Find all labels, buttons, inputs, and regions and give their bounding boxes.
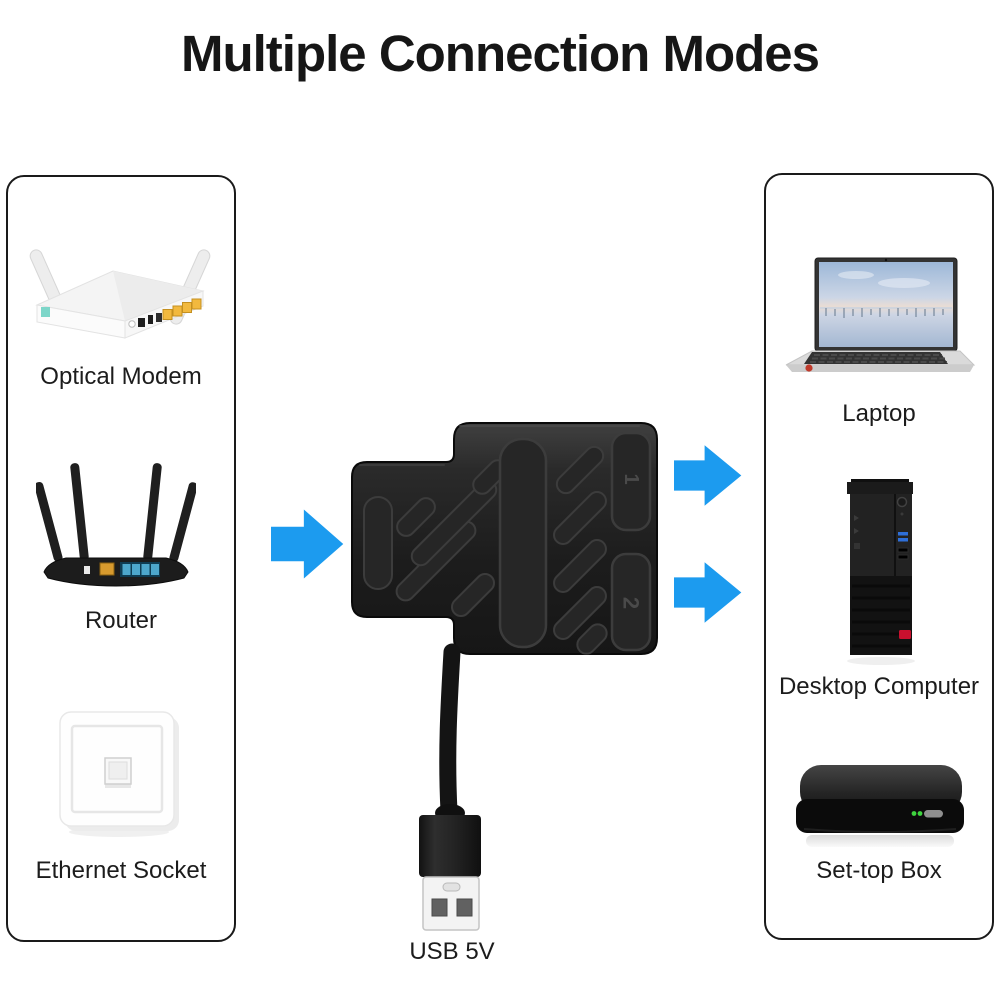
- set-top-box-icon: [796, 765, 964, 847]
- target-devices-panel: Laptop: [764, 173, 994, 940]
- router-body: [43, 557, 189, 587]
- router-antennas: [36, 463, 196, 562]
- laptop-label: Laptop: [842, 400, 916, 427]
- output-arrow-bottom-icon: [674, 562, 742, 623]
- optical-modem-label: Optical Modem: [40, 363, 202, 390]
- usb-contact-left: [431, 898, 448, 917]
- port-2-number: 2: [619, 597, 644, 609]
- usb-cable: [439, 643, 461, 820]
- stb-front: [796, 799, 964, 833]
- stb-led-1: [911, 811, 917, 816]
- input-arrow-icon: [271, 509, 344, 579]
- tower-reflection: [847, 657, 915, 665]
- socket-recess: [70, 724, 164, 814]
- stb-ir-window: [924, 810, 943, 818]
- laptop-wallpaper-posts: [825, 308, 944, 318]
- desktop-computer-label: Desktop Computer: [778, 673, 980, 700]
- usb-contact-right: [456, 898, 473, 917]
- tower-cap: [847, 482, 913, 494]
- power-button: [896, 496, 908, 508]
- stb-reflection: [806, 835, 954, 847]
- port-1-number: 1: [620, 473, 642, 484]
- adapter-port-2: [610, 552, 652, 652]
- adapter-port-1: [610, 431, 652, 532]
- ethernet-socket-icon: [59, 711, 179, 837]
- usb-plug-body: [419, 815, 481, 877]
- router-label: Router: [84, 607, 158, 634]
- usb3-port-1: [898, 532, 908, 536]
- laptop-front-edge: [786, 365, 974, 372]
- output-arrow-top-icon: [674, 445, 742, 506]
- usb-splitter-adapter-image: 1 2: [351, 422, 658, 931]
- optical-modem-icon: [29, 249, 211, 339]
- tower-mesh: [850, 576, 912, 655]
- usb-cable-label: USB 5V: [409, 938, 495, 965]
- source-devices-panel: Optical Modem Rout: [6, 175, 236, 942]
- laptop-icon: [785, 257, 976, 372]
- modem-body: [35, 270, 205, 339]
- drive-eject-marks: [854, 515, 859, 534]
- set-top-box-label: Set-top Box: [816, 857, 942, 884]
- adapter-center-pill: [498, 437, 548, 649]
- ethernet-socket-label: Ethernet Socket: [35, 857, 207, 884]
- page-title: Multiple Connection Modes: [181, 25, 820, 82]
- stb-led-2: [917, 811, 923, 816]
- tower-logo: [899, 630, 911, 639]
- usb-plug-metal: [422, 876, 480, 931]
- router-icon: [36, 463, 196, 587]
- adapter-ribs: [363, 445, 608, 655]
- desktop-computer-icon: [847, 479, 915, 665]
- usb3-port-2: [898, 538, 908, 542]
- laptop-logo: [805, 364, 813, 372]
